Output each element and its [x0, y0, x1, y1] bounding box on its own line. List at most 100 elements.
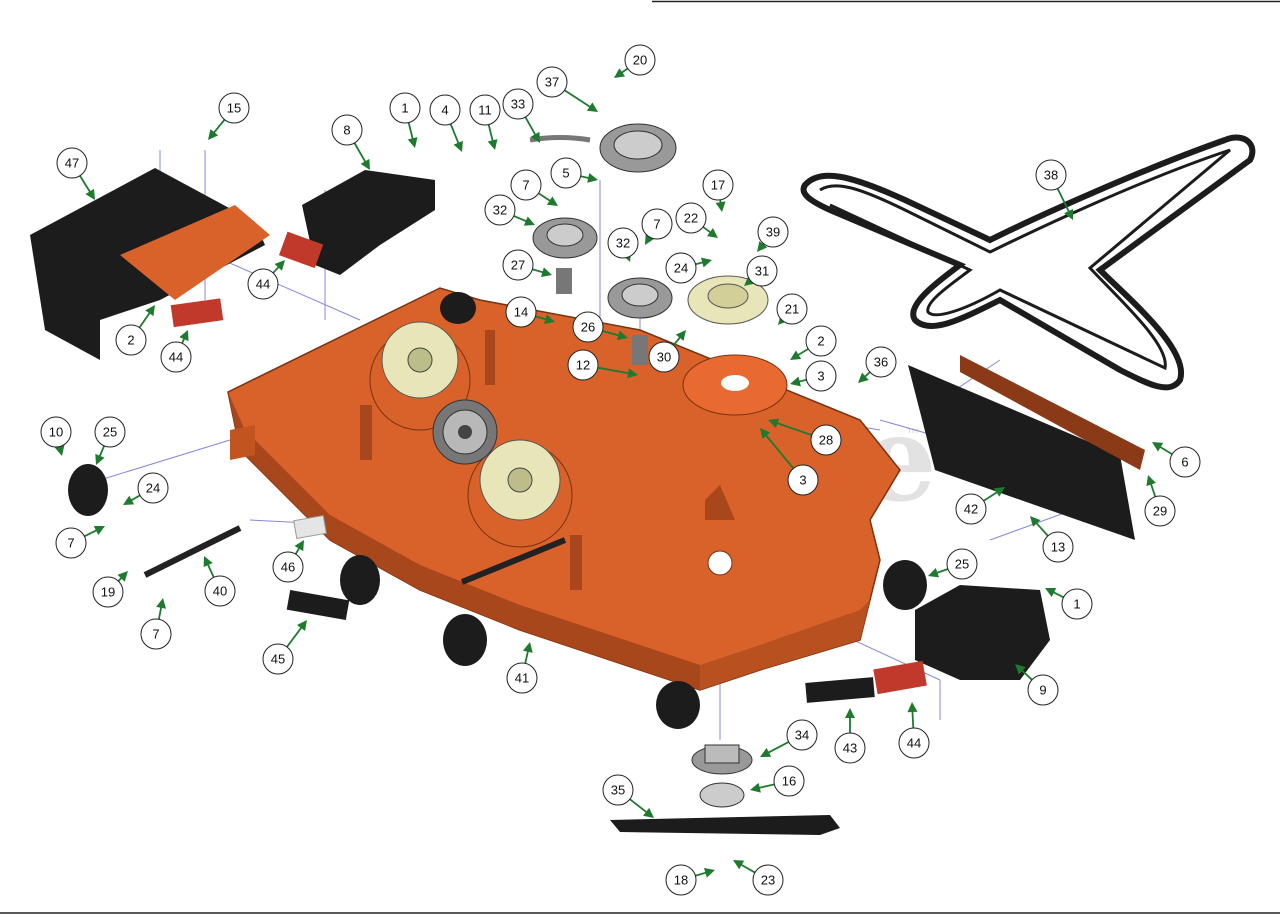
callout-number: 24 [674, 261, 688, 276]
callout-number: 36 [874, 355, 888, 370]
callout-18: 18 [665, 864, 715, 896]
callout-circle [506, 662, 538, 694]
callout-circle [56, 147, 88, 179]
callout-circle [865, 346, 897, 378]
callout-16: 16 [750, 765, 805, 797]
callout-arrowhead [543, 314, 555, 324]
callout-circle [665, 252, 697, 284]
decal-44a [278, 231, 324, 269]
callout-arrowhead [274, 260, 285, 271]
callout-43: 43 [834, 708, 866, 764]
callout-37: 37 [536, 66, 598, 112]
callout-arrowhead [453, 140, 463, 152]
callout-number: 1 [401, 101, 408, 116]
callout-arrowhead [733, 860, 745, 870]
callout-24a: 24 [665, 252, 712, 284]
callout-3b: 3 [760, 428, 819, 496]
callout-number: 23 [761, 873, 775, 888]
callout-31: 31 [744, 255, 778, 287]
callout-circle [160, 341, 192, 373]
callout-6: 6 [1152, 442, 1201, 478]
callout-30: 30 [648, 330, 686, 373]
callout-arrowhead [95, 453, 105, 465]
callout-number: 42 [964, 502, 978, 517]
callout-circle [746, 255, 778, 287]
callout-7b: 7 [641, 208, 673, 245]
callout-number: 19 [101, 585, 115, 600]
callout-arrowhead [643, 807, 654, 818]
callout-arrowhead [522, 642, 533, 653]
callout-circle [40, 416, 72, 448]
callout-circle [262, 643, 294, 675]
callout-circle [834, 732, 866, 764]
callout-circle [505, 296, 537, 328]
callout-arrowhead [540, 267, 552, 277]
callout-11: 11 [469, 94, 501, 150]
callout-number: 35 [611, 783, 625, 798]
callout-number: 11 [478, 103, 492, 118]
callout-arrowhead [645, 233, 655, 245]
callout-15: 15 [208, 92, 250, 140]
callout-circle [752, 864, 784, 896]
callout-25b: 25 [928, 548, 978, 580]
decal-44c [873, 660, 927, 695]
callout-number: 30 [657, 350, 671, 365]
callout-circle [665, 864, 697, 896]
callout-arrowhead [487, 139, 498, 150]
callout-number: 38 [1044, 168, 1058, 183]
callout-3a: 3 [790, 360, 837, 392]
callout-leader [597, 366, 633, 375]
blade-35 [610, 815, 840, 835]
callout-circle [502, 249, 534, 281]
callout-circle [946, 548, 978, 580]
callout-9: 9 [1015, 664, 1059, 706]
callout-circle [805, 360, 837, 392]
tie-rod-40 [143, 525, 242, 578]
callout-circle [602, 774, 634, 806]
callout-46: 46 [272, 540, 304, 583]
callout-34: 34 [760, 719, 818, 757]
callout-arrowhead [757, 241, 768, 252]
callout-arrowhead [208, 129, 219, 140]
callout-circle [502, 88, 534, 120]
deck-wheels [68, 292, 927, 729]
callout-arrowhead [928, 567, 940, 578]
callout-circle [757, 216, 789, 248]
callout-32a: 32 [484, 194, 535, 226]
callout-5: 5 [550, 157, 598, 189]
callout-circle [786, 719, 818, 751]
callout-circle [805, 325, 837, 357]
callout-number: 17 [711, 178, 725, 193]
decal-44b [170, 298, 224, 328]
callout-number: 47 [65, 156, 79, 171]
callout-circle [115, 324, 147, 356]
callout-number: 14 [514, 305, 528, 320]
callout-arrowhead [179, 330, 189, 342]
callout-number: 7 [522, 178, 529, 193]
callout-circle [702, 169, 734, 201]
callout-circle [572, 311, 604, 343]
callout-arrowhead [617, 330, 628, 341]
callout-circle [1169, 446, 1201, 478]
callout-20: 20 [614, 44, 656, 78]
callout-1b: 1 [1045, 588, 1093, 620]
callout-47: 47 [56, 147, 95, 200]
callout-number: 32 [616, 236, 630, 251]
callout-number: 12 [576, 358, 590, 373]
callout-number: 24 [146, 481, 160, 496]
callout-42: 42 [955, 487, 1005, 525]
watermark-tm: ™ [905, 425, 921, 444]
callout-arrowhead [907, 702, 918, 713]
callout-circle [536, 66, 568, 98]
callout-number: 40 [213, 584, 227, 599]
callout-36: 36 [858, 346, 897, 383]
callout-arrowhead [203, 556, 213, 568]
callout-number: 27 [511, 258, 525, 273]
callout-circle [624, 44, 656, 76]
callout-arrowhead [768, 418, 780, 428]
callout-7d: 7 [140, 598, 172, 650]
callout-arrowhead [703, 868, 715, 878]
callout-44b: 44 [160, 330, 192, 373]
